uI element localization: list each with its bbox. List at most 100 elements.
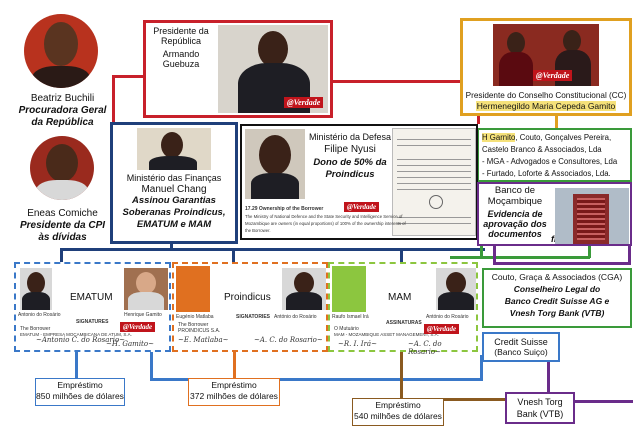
proindicus-doc-line1: The Borrower <box>178 322 209 328</box>
buchili-role-1: Procuradora Geral <box>18 105 107 116</box>
loan-ematum-box: Empréstimo 850 milhões de dólares <box>35 378 125 406</box>
nyusi-doc-line-3: Mozambique are owners (in equal proporti… <box>245 221 406 226</box>
nyusi-org: Ministério da Defesa <box>308 132 392 142</box>
comiche-photo <box>30 136 94 200</box>
cc-robe-1 <box>499 52 533 86</box>
loan-mam-label: Empréstimo <box>375 400 421 410</box>
nyusi-letter-doc <box>392 128 476 236</box>
cc-box: @Verdade Presidente do Conselho Constitu… <box>460 18 632 116</box>
banco-role-3: documentos <box>488 229 542 239</box>
buchili-face <box>44 22 78 66</box>
ematum-person2-photo <box>124 268 168 310</box>
ematum-box: EMATUM Antonio do Rosário Henrique Gamit… <box>14 262 171 352</box>
connector-lightblue <box>480 355 483 381</box>
emblem-icon <box>429 195 443 209</box>
nyusi-role-1: Dono de 50% da <box>313 157 387 168</box>
cga-box: Couto, Graça & Associados (CGA) Conselhe… <box>482 268 632 328</box>
mam-person2-suit <box>438 292 474 310</box>
building-windows <box>577 198 605 240</box>
proindicus-doc-heading: SIGNATORIES <box>236 314 270 320</box>
loan-proindicus-label: Empréstimo <box>211 380 257 390</box>
vnesh-name-2: Bank (VTB) <box>516 409 564 419</box>
ematum-name: EMATUM <box>70 292 113 303</box>
nyusi-doc-line-2: The Ministry of National Defence and the… <box>245 214 403 219</box>
cga-role-2: Banco Credit Suisse AG e <box>504 296 610 306</box>
law-firm-1-rest: , Couto, Gonçalves Pereira, <box>515 133 612 142</box>
guebuza-box: Presidente da República Armando Guebuza … <box>143 20 333 118</box>
nyusi-name: Filipe Nyusi <box>324 144 376 155</box>
banco-name-2: Moçambique <box>487 196 543 207</box>
connector-green <box>480 240 483 256</box>
cga-role-3: Vnesh Torg Bank (VTB) <box>509 308 605 318</box>
ematum-person2-shirt <box>128 292 164 310</box>
connector-red <box>112 75 145 78</box>
chang-box: Ministério das Finanças Manuel Chang Ass… <box>110 122 238 244</box>
mam-person1-label: Raufo Ismael Irá <box>332 314 369 320</box>
guebuza-photo: @Verdade <box>218 25 328 113</box>
law-firm-4: - Furtado, Loforte & Associados, Lda. <box>482 169 611 178</box>
cc-name: Hermenegildo Maria Cepeda Gamito <box>463 101 629 112</box>
proindicus-person2-label: António do Rosário <box>274 314 317 320</box>
comiche-name: Eneas Comiche <box>27 208 98 219</box>
ematum-signature-1: ~Antonio C. do Rosario~ <box>36 336 126 344</box>
vnesh-name-1: Vnesh Torg <box>517 397 563 407</box>
nyusi-face <box>259 135 291 175</box>
cc-name-highlight: Hermenegildo Maria Cepeda Gamito <box>475 101 617 111</box>
buchili-shoulders <box>32 66 90 88</box>
loan-proindicus-amount: 372 milhões de dólares <box>190 391 278 401</box>
nyusi-watermark: @Verdade <box>344 202 380 212</box>
law-firm-2: Castelo Branco & Associados, Lda <box>482 145 602 154</box>
comiche-face <box>46 144 78 182</box>
chang-photo <box>137 128 211 170</box>
nyusi-doc-line-4: the Borrower. <box>245 228 271 233</box>
connector-lightblue <box>150 350 153 378</box>
connector-gold <box>555 116 558 130</box>
chang-org: Ministério das Finanças <box>126 173 222 183</box>
comiche-role-1: Presidente da CPI <box>19 220 106 231</box>
chang-role-1: Assinou Garantias <box>132 195 216 206</box>
ematum-person2-label: Henrique Gamito <box>124 312 162 318</box>
guebuza-face <box>258 31 288 67</box>
cc-face-1 <box>507 32 525 54</box>
mam-watermark: @Verdade <box>424 324 460 334</box>
chang-role-3: EMATUM e MAM <box>136 219 212 230</box>
law-firm-1: H Garnito, Couto, Gonçalves Pereira, <box>482 133 611 142</box>
loan-mam-amount: 540 milhões de dólares <box>354 411 442 421</box>
connector-purple <box>493 262 631 265</box>
cga-role-1: Conselheiro Legal do <box>513 284 601 294</box>
guebuza-title: Presidente da República <box>153 26 209 47</box>
connector-navy <box>400 248 403 262</box>
vnesh-box: Vnesh Torg Bank (VTB) <box>505 392 575 424</box>
loan-mam-box: Empréstimo 540 milhões de dólares <box>352 398 444 426</box>
chang-role-2: Soberanas Proindicus, <box>122 207 226 218</box>
loan-ematum-label: Empréstimo <box>57 380 103 390</box>
nyusi-suit <box>251 173 299 199</box>
connector-lightblue <box>75 350 78 380</box>
ematum-doc-heading: SIGNATURES <box>76 319 109 325</box>
proindicus-color-bar <box>176 266 210 312</box>
mam-person2-label: António do Rosário <box>426 314 469 320</box>
banco-role-2: aprovação dos <box>483 219 547 229</box>
mam-person2-face <box>446 272 466 294</box>
buchili-photo <box>24 14 98 88</box>
banco-building-photo <box>555 188 629 244</box>
banco-role-1: Evidencia de <box>487 209 543 219</box>
nyusi-box: Ministério da Defesa Filipe Nyusi Dono d… <box>240 124 478 240</box>
ematum-doc-line2: EMATUM - EMPRESA MOÇAMBICANA DE ATUM, S.… <box>20 332 132 337</box>
mam-person2-photo <box>436 268 476 310</box>
buchili-role-2: da República <box>31 117 94 128</box>
banco-box: Banco de Moçambique Evidencia de aprovaç… <box>477 182 632 246</box>
ematum-signature-2: ~H. Gamito~ <box>106 340 154 348</box>
mam-doc-line1: O Mutuário <box>334 326 359 332</box>
cga-name: Couto, Graça & Associados (CGA) <box>491 272 623 282</box>
chang-name: Manuel Chang <box>141 184 207 195</box>
cc-face-2 <box>563 30 581 52</box>
mam-doc-line2: MAM - MOZAMBIQUE ASSET MANAGEMENT, S.A. <box>334 332 439 337</box>
proindicus-person2-suit <box>286 292 322 310</box>
proindicus-person2-face <box>294 272 314 294</box>
proindicus-name: Proindicus <box>224 292 271 303</box>
connector-navy <box>232 248 235 262</box>
ematum-person1-photo <box>20 268 52 310</box>
ematum-watermark: @Verdade <box>120 322 156 332</box>
mam-signature-2: ~A. C. do Rosario~ <box>408 340 442 356</box>
